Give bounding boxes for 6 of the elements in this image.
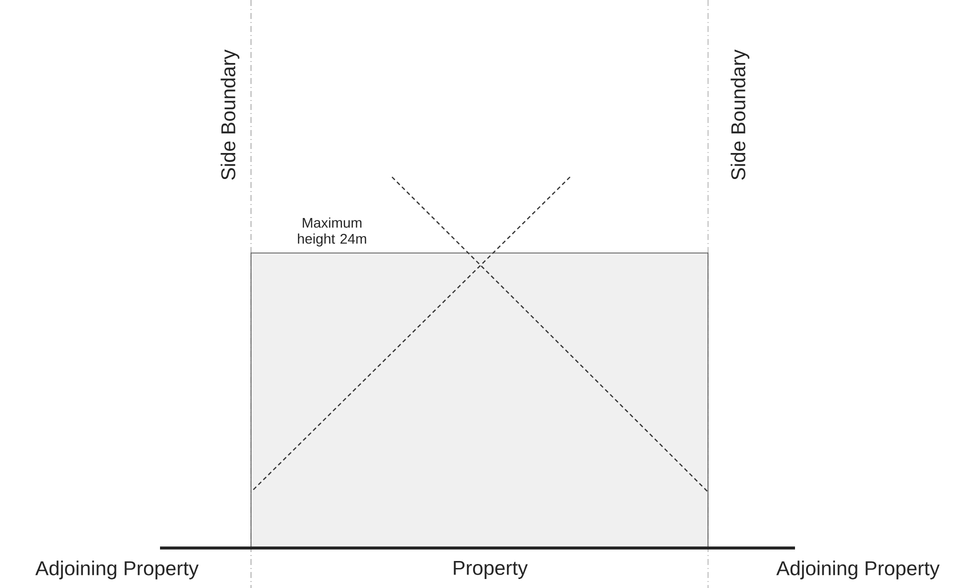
boundary-label: Side Boundary: [730, 49, 750, 180]
height-label: Maximum height 24m: [298, 217, 366, 247]
boundary-label: Side Boundary: [220, 49, 240, 180]
area-label: Adjoining Property: [776, 560, 940, 580]
area-label: Adjoining Property: [35, 560, 199, 580]
area-label: Property: [454, 561, 528, 579]
